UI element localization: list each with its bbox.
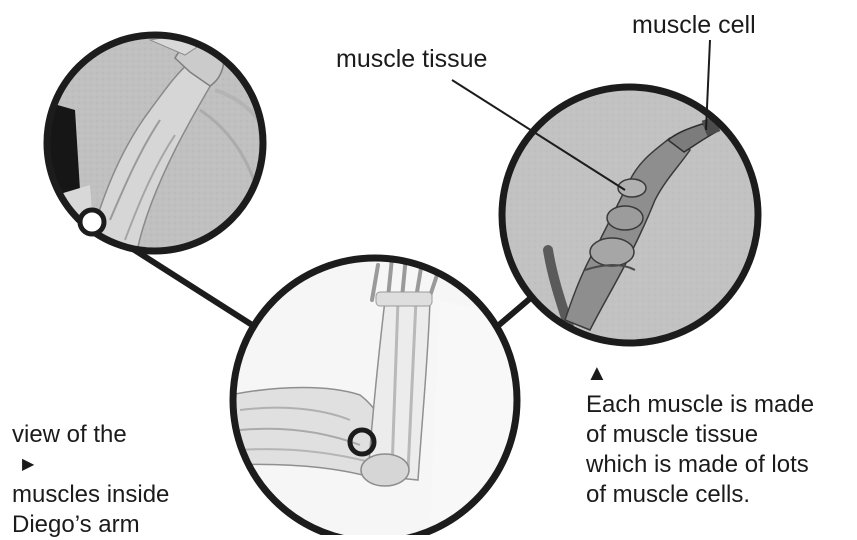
caption-arm-line-2: muscles inside	[12, 480, 169, 510]
caption-muscle-line-2: of muscle tissue	[586, 420, 814, 450]
pointer-up-icon: ▲	[586, 360, 608, 386]
caption-muscle-line-1: Each muscle is made	[586, 390, 814, 420]
caption-muscle-composition: Each muscle is made of muscle tissue whi…	[586, 390, 814, 510]
caption-arm-line-1: view of the▶	[12, 420, 169, 480]
label-muscle-tissue: muscle tissue	[336, 44, 487, 74]
caption-muscle-line-4: of muscle cells.	[586, 480, 814, 510]
label-muscle-cell: muscle cell	[632, 10, 756, 40]
caption-arm-view: view of the▶ muscles inside Diego’s arm	[12, 420, 169, 540]
caption-muscle-line-3: which is made of lots	[586, 450, 814, 480]
caption-arm-line-3: Diego’s arm	[12, 510, 169, 540]
forearm-photo	[40, 30, 270, 262]
caption-arm-line-1-text: view of the	[12, 420, 169, 450]
pointer-right-icon: ▶	[22, 450, 169, 480]
photo-focus-marker	[80, 210, 104, 234]
